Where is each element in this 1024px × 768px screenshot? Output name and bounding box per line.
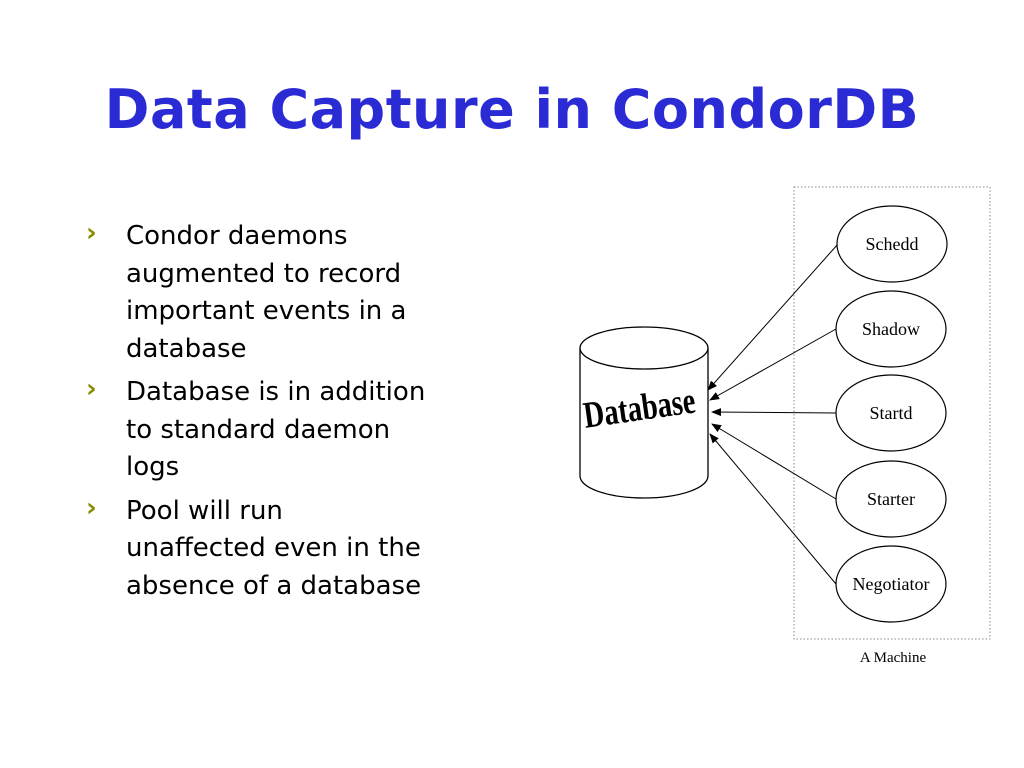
arrow-shadow-to-database: [709, 328, 837, 401]
bullet-line: Database is in addition: [126, 377, 426, 407]
machine-boundary: [793, 186, 991, 640]
database-cylinder: Database: [579, 326, 709, 499]
daemon-label: Starter: [867, 489, 915, 509]
machine-caption: A Machine: [860, 650, 927, 666]
bullet-item: › Pool will run unaffected even in the a…: [86, 493, 506, 606]
arrow-schedd-to-database: [707, 243, 839, 391]
arrow-starter-to-database: [711, 423, 837, 500]
daemon-label: Shadow: [862, 319, 920, 339]
daemon-label: Negotiator: [853, 574, 930, 594]
bullet-line: augmented to record: [126, 258, 402, 289]
bullet-list: › Condor daemons augmented to record imp…: [86, 218, 506, 611]
bullet-item: › Condor daemons augmented to record imp…: [86, 218, 506, 368]
bullet-line: important events in a: [126, 296, 407, 326]
bullet-line: to standard daemon: [126, 414, 391, 445]
slide-title: Data Capture in CondorDB: [104, 78, 920, 141]
bullet-item: › Database is in addition to standard da…: [86, 374, 506, 487]
bullet-line: Pool will run: [126, 495, 283, 526]
bullet-line: database: [126, 333, 247, 364]
daemon-node-schedd: Schedd: [836, 205, 948, 283]
chevron-right-icon: ›: [86, 374, 97, 404]
daemon-label: Schedd: [866, 234, 919, 254]
daemon-node-negotiator: Negotiator: [835, 545, 947, 623]
daemon-node-startd: Startd: [835, 374, 947, 452]
bullet-line: absence of a database: [126, 570, 422, 601]
chevron-right-icon: ›: [86, 492, 97, 523]
chevron-right-icon: ›: [86, 218, 97, 248]
arrow-startd-to-database: [711, 408, 837, 417]
bullet-line: unaffected even in the: [126, 533, 421, 563]
bullet-line: logs: [126, 452, 180, 482]
bullet-line: Condor daemons: [126, 221, 348, 251]
daemon-node-shadow: Shadow: [835, 290, 947, 368]
arrow-negotiator-to-database: [709, 433, 837, 585]
daemon-label: Startd: [870, 403, 913, 423]
daemon-node-starter: Starter: [835, 460, 947, 538]
